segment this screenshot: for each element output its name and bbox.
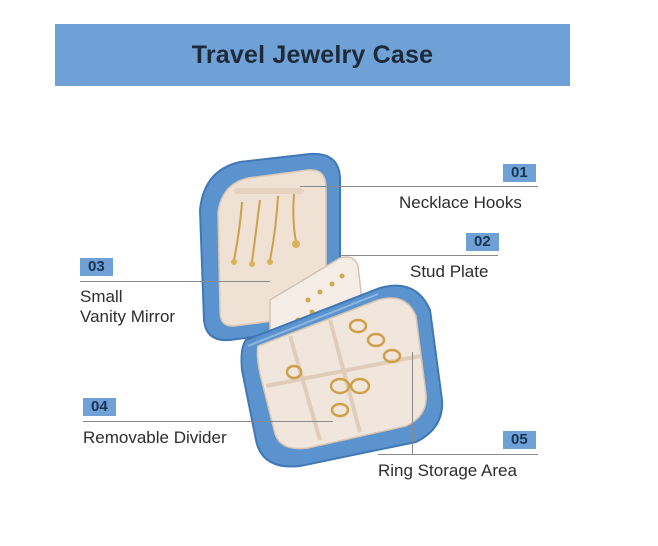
callout-badge-03: 03 (80, 258, 113, 276)
callout-line-04 (83, 421, 333, 422)
callout-label-vanity-mirror: Vanity Mirror (80, 307, 176, 326)
callout-label-stud-plate: Stud Plate (410, 262, 489, 281)
callout-badge-04: 04 (83, 398, 116, 416)
page-title: Travel Jewelry Case (191, 40, 434, 69)
callout-line-02 (340, 255, 498, 256)
callout-label-ring-storage-area: Ring Storage Area (378, 461, 517, 480)
callout-line-05 (378, 454, 538, 455)
callout-label-small: Small (80, 287, 123, 306)
callout-label-necklace-hooks: Necklace Hooks (399, 193, 522, 212)
callout-line-01 (300, 186, 538, 187)
callout-badge-01: 01 (503, 164, 536, 182)
callout-line-03 (80, 281, 270, 282)
callout-badge-02: 02 (466, 233, 499, 251)
title-banner: Travel Jewelry Case (55, 24, 570, 86)
callout-label-removable-divider: Removable Divider (83, 428, 227, 447)
callout-leader-05 (412, 352, 413, 454)
callout-badge-05: 05 (503, 431, 536, 449)
